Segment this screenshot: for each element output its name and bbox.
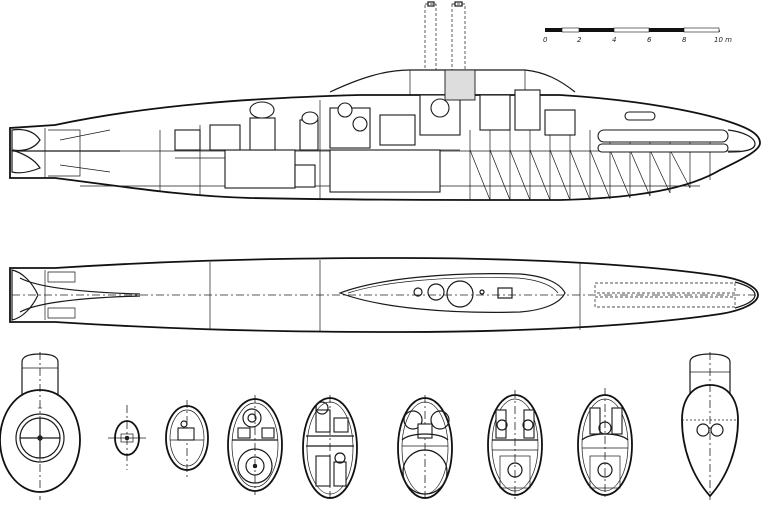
section-2	[108, 405, 146, 470]
scale-bar: 0 2 4 6 8 10 m	[543, 27, 732, 44]
hull-outline-plan	[9, 257, 759, 333]
hull-outline-side	[9, 94, 761, 201]
scale-tick-4: 4	[612, 36, 616, 44]
stern-propeller-rudder	[11, 128, 120, 178]
scale-tick-2: 2	[577, 36, 582, 44]
section-stern	[0, 352, 81, 500]
torpedo-tubes-plan	[594, 281, 756, 309]
stern-plan-detail	[11, 269, 141, 321]
scale-tick-10m: 10 m	[714, 36, 732, 44]
section-8	[577, 388, 633, 500]
periscope-masts	[424, 1, 466, 71]
section-3	[165, 400, 209, 478]
deck-casing-plan	[338, 273, 566, 313]
scale-tick-6: 6	[647, 36, 652, 44]
section-7	[487, 390, 543, 500]
scale-tick-8: 8	[682, 36, 687, 44]
torpedo-tubes-side	[597, 111, 756, 153]
section-4	[227, 395, 283, 495]
scale-tick-0: 0	[543, 36, 548, 44]
section-6	[397, 395, 453, 500]
section-5	[302, 395, 358, 500]
side-elevation	[9, 1, 761, 201]
cross-sections	[0, 352, 739, 500]
engine-room-machinery	[174, 69, 576, 193]
section-bow	[681, 352, 739, 500]
plan-view	[9, 257, 759, 333]
